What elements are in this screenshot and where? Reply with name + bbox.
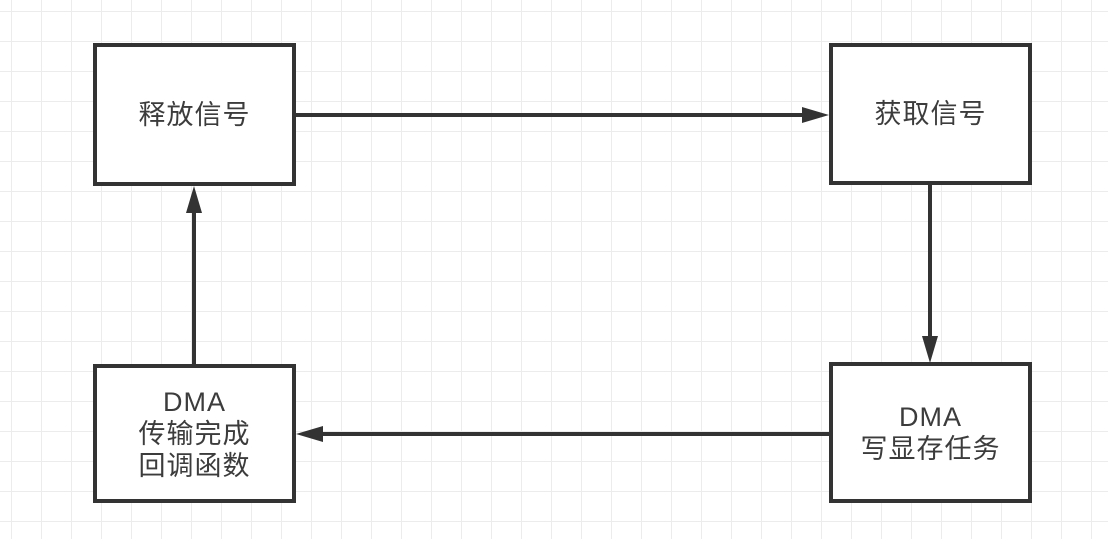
- edge-callback-to-release: [192, 212, 196, 364]
- edge-acquire-to-dma-write: [928, 185, 932, 337]
- node-label: DMA: [899, 401, 962, 432]
- edge-release-to-acquire: [296, 113, 803, 117]
- node-label: DMA: [163, 386, 226, 417]
- node-label: 传输完成: [138, 418, 251, 449]
- arrowhead-right: [802, 107, 829, 123]
- arrowhead-down: [922, 336, 938, 363]
- arrowhead-left: [296, 426, 323, 442]
- node-label: 获取信号: [874, 99, 987, 129]
- node-label: 写显存任务: [860, 433, 1001, 464]
- node-label: 释放信号: [138, 99, 251, 130]
- node-label: 回调函数: [138, 450, 251, 481]
- arrowhead-up: [186, 186, 202, 213]
- node-release-signal: 释放信号: [93, 43, 296, 186]
- node-acquire-signal: 获取信号: [829, 43, 1032, 185]
- node-dma-callback: DMA 传输完成 回调函数: [93, 364, 296, 503]
- edge-dma-write-to-callback: [322, 432, 829, 436]
- node-dma-write-task: DMA 写显存任务: [829, 362, 1032, 503]
